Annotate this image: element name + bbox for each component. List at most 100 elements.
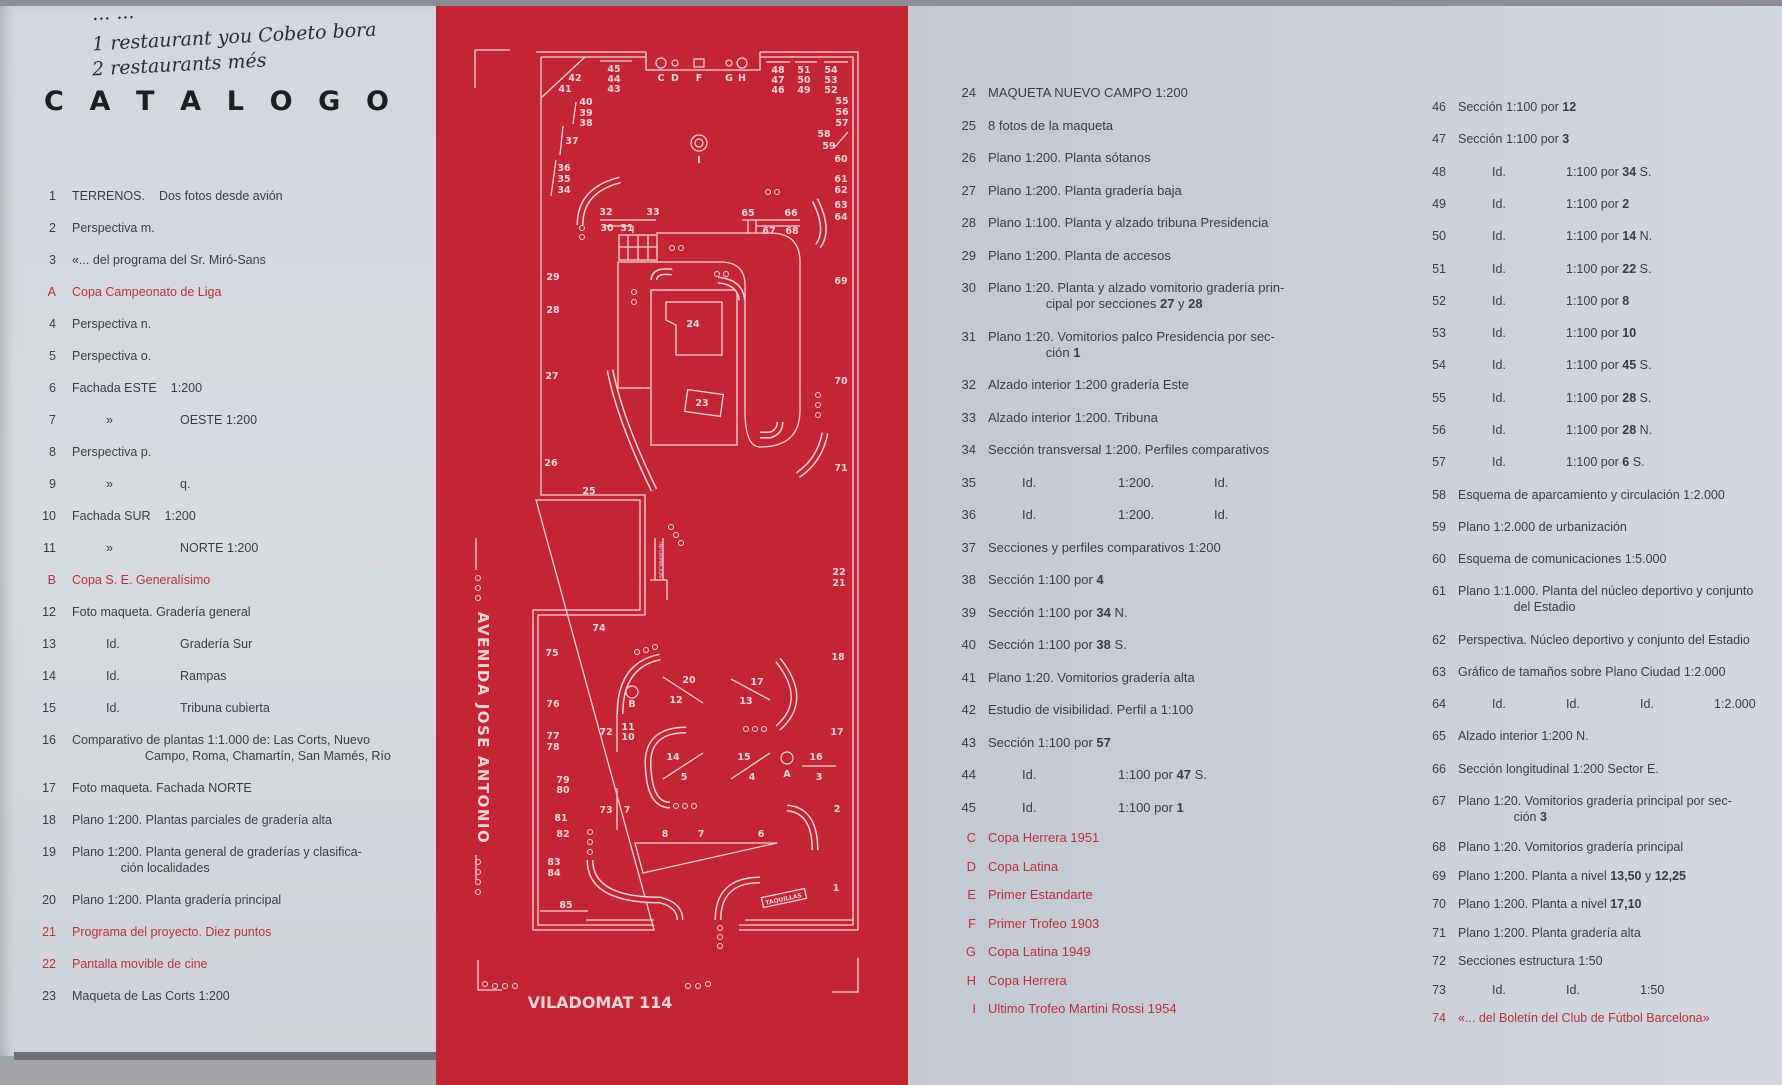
plan-exhibit-label: 35 xyxy=(557,174,570,185)
catalog-item-column: Plano 1:200. Plantas parciales de grader… xyxy=(72,812,332,828)
plan-exhibit-label: 25 xyxy=(582,486,595,497)
catalog-item-text: Secciones y perfiles comparativos 1:200 xyxy=(988,540,1235,556)
catalog-item-text: Alzado interior 1:200. Tribuna xyxy=(988,410,1172,426)
catalog-item-text: Id. 1:200. Id. xyxy=(988,507,1310,523)
text-segment: » xyxy=(106,541,113,555)
catalog-item-number: 16 xyxy=(42,733,56,747)
catalog-item-column: 1:50 xyxy=(1640,982,1680,998)
catalog-item-number: 22 xyxy=(42,957,56,971)
text-segment: 1:2.000 xyxy=(1714,697,1756,712)
catalog-item-column: 1:200 xyxy=(171,380,202,396)
text-segment: Perspectiva. Núcleo deportivo y conjunto… xyxy=(1458,632,1750,647)
catalog-item-number: 13 xyxy=(42,637,56,651)
catalog-item-number: 43 xyxy=(961,734,976,750)
catalog-item-column: Fachada SUR xyxy=(72,508,151,524)
catalog-item-text: Perspectiva. Núcleo deportivo y conjunto… xyxy=(1458,632,1764,648)
catalog-item-number: 14 xyxy=(42,669,56,683)
bold-reference: 57 xyxy=(1096,734,1111,750)
catalog-item-column: 1:200 xyxy=(165,508,196,524)
text-segment: Perspectiva o. xyxy=(72,349,152,363)
catalog-item-text: Esquema de aparcamiento y circulación 1:… xyxy=(1458,487,1739,503)
plan-exhibit-label: 84 xyxy=(547,868,561,879)
text-segment: Id. xyxy=(1214,507,1229,523)
text-segment: Copa Herrera 1951 xyxy=(988,830,1100,846)
bold-reference: 12 xyxy=(1562,100,1577,115)
text-segment: Plano 1:1.000. Planta del núcleo deporti… xyxy=(1458,584,1754,615)
catalog-item-column: Copa S. E. Generalísimo xyxy=(72,572,210,588)
catalog-item-text: Id.1:100 por 28 N. xyxy=(1458,422,1686,438)
catalog-item-column: Plano 1:1.000. Planta del núcleo deporti… xyxy=(1458,583,1753,615)
catalog-item-column: Foto maqueta. Gradería general xyxy=(72,604,251,620)
plan-exhibit-label: 6 xyxy=(758,829,765,840)
text-segment: » xyxy=(106,477,113,491)
catalog-item-number: 3 xyxy=(49,253,56,267)
catalog-item-number: 36 xyxy=(961,507,976,523)
plan-exhibit-label: 76 xyxy=(546,699,560,710)
catalog-item-text: Fachada SUR 1:200 xyxy=(72,508,210,524)
bold-reference: 28 xyxy=(1622,422,1637,437)
bold-reference: 13,50 xyxy=(1610,868,1642,883)
plan-exhibit-label: 80 xyxy=(556,785,570,796)
catalog-item-column: 1:200. xyxy=(1118,507,1178,523)
catalog-item-text: Maqueta de Las Corts 1:200 xyxy=(72,988,244,1004)
catalog-item-text: Plano 1:200. Planta de accesos xyxy=(988,248,1185,264)
text-segment: Copa Latina 1949 xyxy=(988,944,1091,960)
catalog-item-number: 59 xyxy=(1432,519,1446,534)
text-segment: 1:200. xyxy=(1118,474,1155,490)
catalog-item-column: Id. xyxy=(1566,696,1606,712)
catalog-item-text: Ultimo Trofeo Martini Rossi 1954 xyxy=(988,1001,1191,1017)
catalog-item-column: Foto maqueta. Fachada NORTE xyxy=(72,780,252,796)
plan-exhibit-label: 24 xyxy=(686,319,700,330)
plan-exhibit-label: 49 xyxy=(797,85,810,96)
catalog-item-text: »OESTE 1:200 xyxy=(72,412,281,428)
text-segment: Plano 1:200. Planta gradería alta xyxy=(1458,925,1641,940)
plan-exhibit-label: 61 xyxy=(834,174,847,185)
plan-exhibit-label: 71 xyxy=(834,463,847,474)
text-segment: Id. xyxy=(106,669,120,683)
catalog-item-column: Id. xyxy=(1492,228,1532,244)
plan-exhibit-label: 41 xyxy=(558,84,571,95)
plan-exhibit-label: 16 xyxy=(809,752,823,763)
catalog-item-column: Perspectiva. Núcleo deportivo y conjunto… xyxy=(1458,632,1750,648)
catalog-item-number: 7 xyxy=(49,413,56,427)
catalog-item-column: Alzado interior 1:200 gradería Este xyxy=(988,377,1189,393)
plan-exhibit-label: 18 xyxy=(831,652,845,663)
catalog-item-column: Id. xyxy=(1492,422,1532,438)
catalog-item-number: 50 xyxy=(1432,229,1446,244)
plan-exhibit-label: 45 xyxy=(607,64,620,75)
plan-exhibit-label: 63 xyxy=(834,200,847,211)
street-name-side: AVENIDA JOSE ANTONIO xyxy=(474,612,492,845)
text-segment: Comparativo de plantas 1:1.000 de: Las C… xyxy=(72,733,391,763)
catalog-item-number: 74 xyxy=(1432,1011,1446,1026)
catalog-item-text: Plano 1:2.000 de urbanización xyxy=(1458,519,1641,535)
text-segment: Id. xyxy=(1022,507,1037,523)
catalog-item-text: Plano 1:20. Vomitorios gradería principa… xyxy=(1458,839,1697,855)
plan-exhibit-label: 78 xyxy=(546,742,560,753)
text-segment: Plano 1:20. Vomitorios gradería alta xyxy=(988,669,1195,685)
plan-exhibit-label: 65 xyxy=(741,208,754,219)
plan-exhibit-label: 33 xyxy=(646,207,659,218)
catalog-item-number: 70 xyxy=(1432,897,1446,912)
text-segment: Id. xyxy=(1492,164,1506,179)
catalog-item-column: Copa Herrera 1951 xyxy=(988,830,1099,846)
text-segment: Sección 1:100 por xyxy=(988,572,1097,588)
catalog-item-column: Id. xyxy=(1022,800,1082,816)
